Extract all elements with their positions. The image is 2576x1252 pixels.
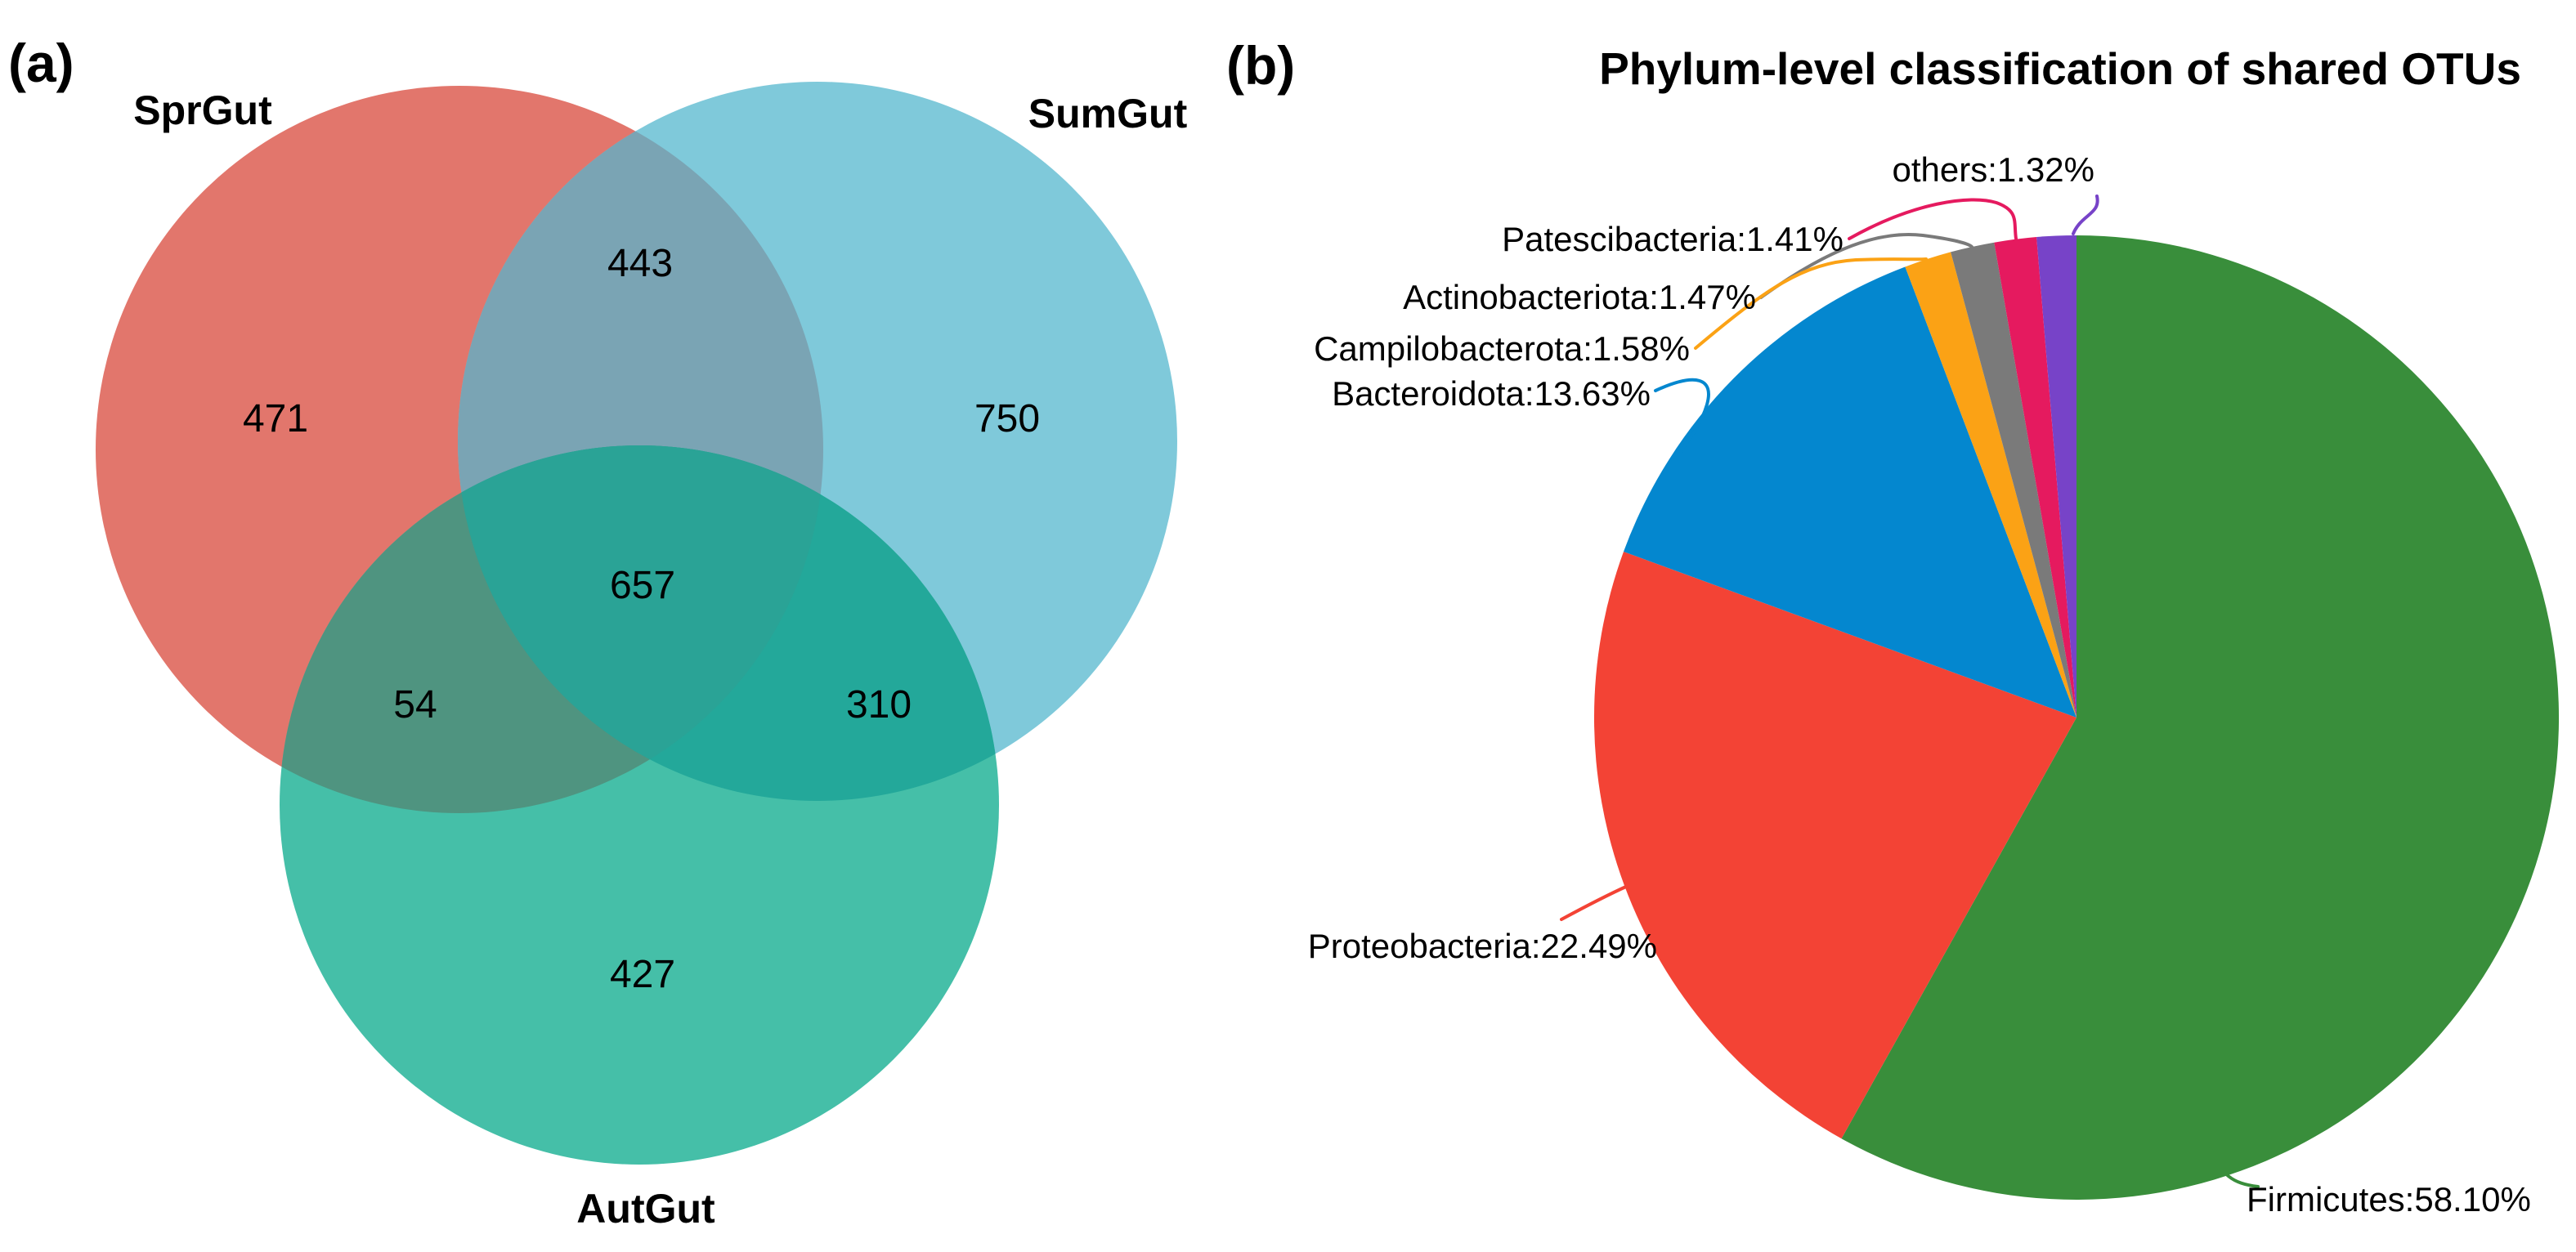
pie-slice-campilobacterota — [1905, 252, 2076, 718]
pie-label-actinobacteriota: Actinobacteriota:1.47% — [1403, 278, 1756, 316]
venn-count-sprgut-autgut: 54 — [393, 683, 437, 727]
leader-bacteroidota — [1654, 378, 1710, 453]
venn-count-sumgut-only: 750 — [974, 397, 1040, 440]
pie-label-firmicutes: Firmicutes:58.10% — [2247, 1180, 2531, 1218]
pie-slice-actinobacteriota — [1951, 242, 2076, 718]
leader-patescibacteria — [1848, 198, 2018, 240]
venn-set-label-sprgut: SprGut — [133, 87, 272, 133]
pie-panel: (b) Phylum-level classification of share… — [1226, 35, 2560, 1218]
pie-label-patescibacteria: Patescibacteria:1.41% — [1502, 220, 1844, 258]
panel-b-letter: (b) — [1226, 35, 1295, 96]
leader-campilobacterota — [1694, 257, 1928, 350]
pie-label-bacteroidota: Bacteroidota:13.63% — [1332, 374, 1651, 413]
leader-firmicutes — [2209, 1147, 2260, 1188]
venn-set-label-sumgut: SumGut — [1028, 91, 1188, 136]
venn-set-label-autgut: AutGut — [576, 1186, 715, 1232]
pie-slice-firmicutes — [1841, 235, 2560, 1201]
venn-count-sprgut-sumgut: 443 — [607, 242, 673, 285]
venn-panel: (a) SprGut SumGut AutGut 471 750 427 443… — [8, 33, 1188, 1232]
pie-slices — [1593, 235, 2560, 1201]
leader-actinobacteriota — [1759, 233, 1973, 299]
pie-title: Phylum-level classification of shared OT… — [1599, 43, 2521, 94]
venn-count-sumgut-autgut: 310 — [846, 683, 912, 727]
venn-count-center: 657 — [610, 564, 675, 607]
pie-label-campilobacterota: Campilobacterota:1.58% — [1314, 329, 1690, 368]
leader-others — [2072, 195, 2099, 235]
pie-slice-bacteroidota — [1624, 266, 2076, 718]
pie-label-proteobacteria: Proteobacteria:22.49% — [1308, 927, 1657, 965]
venn-count-autgut-only: 427 — [610, 953, 675, 996]
panel-a-letter: (a) — [8, 33, 74, 93]
venn-count-sprgut-only: 471 — [243, 397, 308, 440]
pie-label-others: others:1.32% — [1893, 150, 2095, 189]
pie-slice-patescibacteria — [1994, 237, 2076, 718]
pie-slice-proteobacteria — [1593, 552, 2076, 1139]
pie-slice-others — [2036, 235, 2076, 718]
leader-proteobacteria — [1560, 884, 1629, 921]
